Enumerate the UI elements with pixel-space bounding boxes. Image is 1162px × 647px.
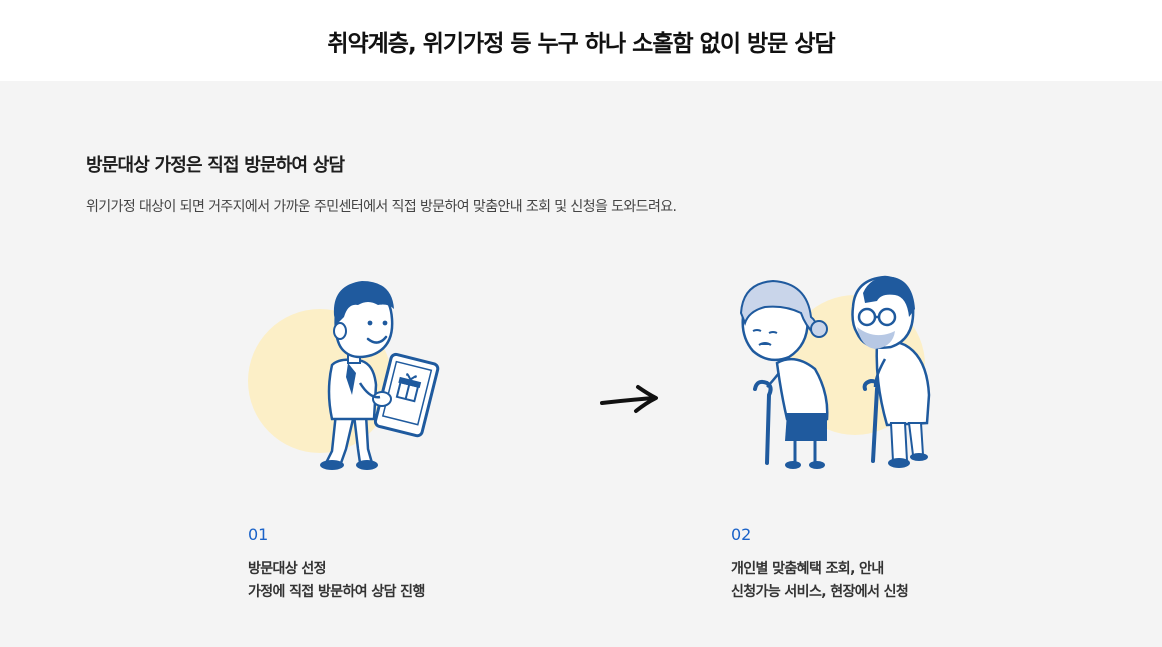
step-title: 방문대상 선정 (248, 561, 327, 577)
visitor-with-tablet-illustration (248, 281, 440, 470)
step-detail: 신청가능 서비스, 현장에서 신청 (731, 584, 909, 600)
step-title: 개인별 맞춤혜택 조회, 안내 (731, 561, 884, 577)
section-description: 위기가정 대상이 되면 거주지에서 가까운 주민센터에서 직접 방문하여 맞춤안… (86, 199, 677, 215)
top-bar: 취약계층, 위기가정 등 누구 하나 소홀함 없이 방문 상담 (0, 0, 1162, 81)
step-2: 02 개인별 맞춤혜택 조회, 안내 신청가능 서비스, 현장에서 신청 (731, 525, 909, 604)
elderly-couple-illustration (739, 275, 931, 469)
page-title: 취약계층, 위기가정 등 누구 하나 소홀함 없이 방문 상담 (327, 30, 835, 57)
section-title: 방문대상 가정은 직접 방문하여 상담 (86, 155, 345, 176)
step-1: 01 방문대상 선정 가정에 직접 방문하여 상담 진행 (248, 525, 425, 604)
content-panel: 방문대상 가정은 직접 방문하여 상담 위기가정 대상이 되면 거주지에서 가까… (0, 81, 1162, 647)
step-number: 01 (248, 525, 269, 544)
arrow-right-icon (600, 385, 658, 413)
step-number: 02 (731, 525, 752, 544)
step-detail: 가정에 직접 방문하여 상담 진행 (248, 584, 425, 600)
